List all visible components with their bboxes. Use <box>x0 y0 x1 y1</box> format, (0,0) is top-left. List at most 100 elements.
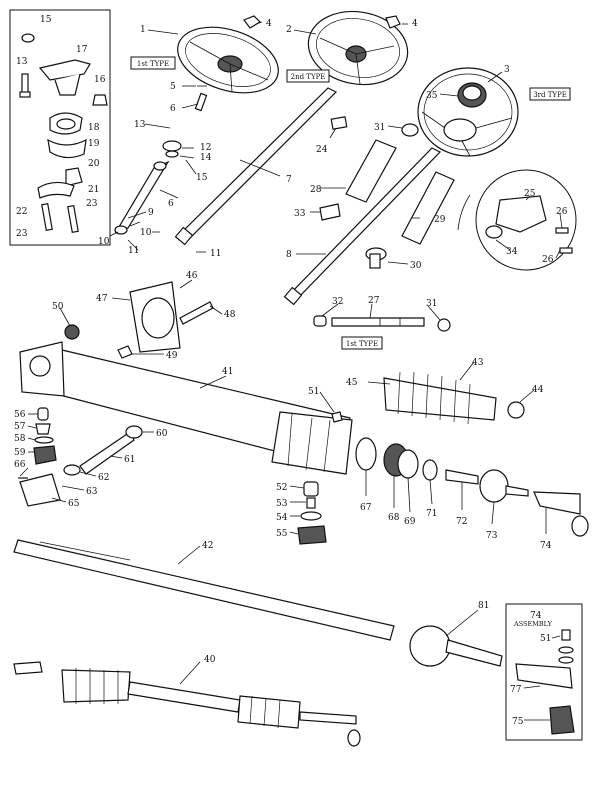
part-3-steering-wheel-3rd-type <box>417 67 519 157</box>
part-51-nipple <box>331 411 343 423</box>
callout-43: 43 <box>472 358 484 368</box>
callout-63: 63 <box>86 487 98 497</box>
callout-67: 67 <box>360 503 372 513</box>
callout-41: 41 <box>222 367 233 377</box>
part-33-wedge <box>319 203 341 221</box>
callout-53: 53 <box>276 499 288 509</box>
callout-6: 6 <box>168 199 174 209</box>
part-32-bush <box>313 315 327 327</box>
callout-32: 32 <box>332 297 343 307</box>
part-13-bolt <box>19 73 31 98</box>
callout-74: 74 <box>540 541 552 551</box>
callout-8: 8 <box>286 250 292 260</box>
callout-72: 72 <box>456 517 467 527</box>
callout-50: 50 <box>52 302 64 312</box>
callout-23: 23 <box>86 199 98 209</box>
callout-54: 54 <box>276 513 288 523</box>
callout-24: 24 <box>316 145 328 155</box>
callout-16: 16 <box>94 75 106 85</box>
callout-27: 27 <box>368 296 380 306</box>
callout-13: 13 <box>134 120 146 130</box>
callout-25: 25 <box>524 189 536 199</box>
part-15-clip <box>21 33 35 43</box>
part-2-steering-wheel-2nd-type <box>307 10 409 86</box>
part-22-clip <box>37 181 75 199</box>
callout-52: 52 <box>276 483 287 493</box>
callout-65: 65 <box>68 499 80 509</box>
callout-26: 26 <box>542 255 554 265</box>
part-81-tie-rod <box>409 625 503 667</box>
callout-59: 59 <box>14 448 26 458</box>
callout-12: 12 <box>200 143 211 153</box>
label-text: 1st TYPE <box>137 60 169 68</box>
ball-joint-parts <box>355 437 589 537</box>
part-19-clamp-half <box>47 138 87 159</box>
part-6-clip <box>194 92 208 112</box>
callout-73: 73 <box>486 531 498 541</box>
part-49-nut <box>117 345 133 359</box>
callout-31: 31 <box>374 123 385 133</box>
callout-28: 28 <box>310 185 322 195</box>
callout-7: 7 <box>286 175 292 185</box>
callout-69: 69 <box>404 517 416 527</box>
callout-40: 40 <box>204 655 216 665</box>
callout-11: 11 <box>210 249 221 259</box>
part-50-seal <box>64 324 80 340</box>
callout-48: 48 <box>224 310 236 320</box>
part-43-gaiter <box>383 371 497 425</box>
callout-1: 1 <box>140 25 146 35</box>
callout-42: 42 <box>202 541 213 551</box>
callout-46: 46 <box>186 271 198 281</box>
part-16-nut <box>92 94 108 106</box>
callout-49: 49 <box>166 351 178 361</box>
assembly-74-title: 74 ASSEMBLY <box>513 611 553 628</box>
callout-51: 51 <box>308 387 319 397</box>
callout-23: 23 <box>16 229 28 239</box>
callout-55: 55 <box>276 529 288 539</box>
callout-34: 34 <box>506 247 518 257</box>
part-30-clamp-bolt <box>365 247 387 269</box>
callout-60: 60 <box>156 429 168 439</box>
label-3rd-type-wheel: 3rd TYPE <box>529 87 571 101</box>
inset-subtitle: ASSEMBLY <box>513 620 553 628</box>
part-4-nut <box>243 15 401 29</box>
callout-75: 75 <box>512 717 524 727</box>
label-2nd-type-wheel: 2nd TYPE <box>286 69 330 83</box>
callout-22: 22 <box>16 207 27 217</box>
label-text: 1st TYPE <box>346 340 378 348</box>
callout-10: 10 <box>98 237 110 247</box>
part-24-bolt <box>330 116 348 130</box>
callout-47: 47 <box>96 294 108 304</box>
callout-44: 44 <box>532 385 544 395</box>
callout-61: 61 <box>124 455 135 465</box>
callout-71: 71 <box>426 509 437 519</box>
callout-13: 13 <box>16 57 28 67</box>
part-17-bracket <box>38 59 91 96</box>
adjuster-parts-52-55 <box>297 481 327 545</box>
callout-77: 77 <box>510 685 522 695</box>
part-41-rack-housing <box>19 341 353 475</box>
callout-62: 62 <box>98 473 109 483</box>
callout-15: 15 <box>196 173 208 183</box>
callout-81: 81 <box>478 601 489 611</box>
part-29-sleeve <box>401 171 455 245</box>
callout-56: 56 <box>14 410 26 420</box>
part-23-stud <box>41 202 79 234</box>
callout-30: 30 <box>410 261 422 271</box>
part-6-column-tube <box>114 160 170 235</box>
callout-17: 17 <box>76 45 88 55</box>
part-47-clamp <box>129 281 181 353</box>
callout-10: 10 <box>140 228 152 238</box>
label-1st-type-wheel: 1st TYPE <box>130 56 176 70</box>
part-40-rack-assembly <box>13 661 361 747</box>
part-48-bolt <box>179 301 214 325</box>
part-35-horn-button <box>457 82 487 108</box>
callout-15: 15 <box>40 15 52 25</box>
part-42-rack <box>13 539 395 641</box>
part-27-shaft-1st-type <box>331 317 425 327</box>
callout-35: 35 <box>426 91 438 101</box>
callout-3: 3 <box>504 65 510 75</box>
assembly-74-parts <box>515 629 575 735</box>
